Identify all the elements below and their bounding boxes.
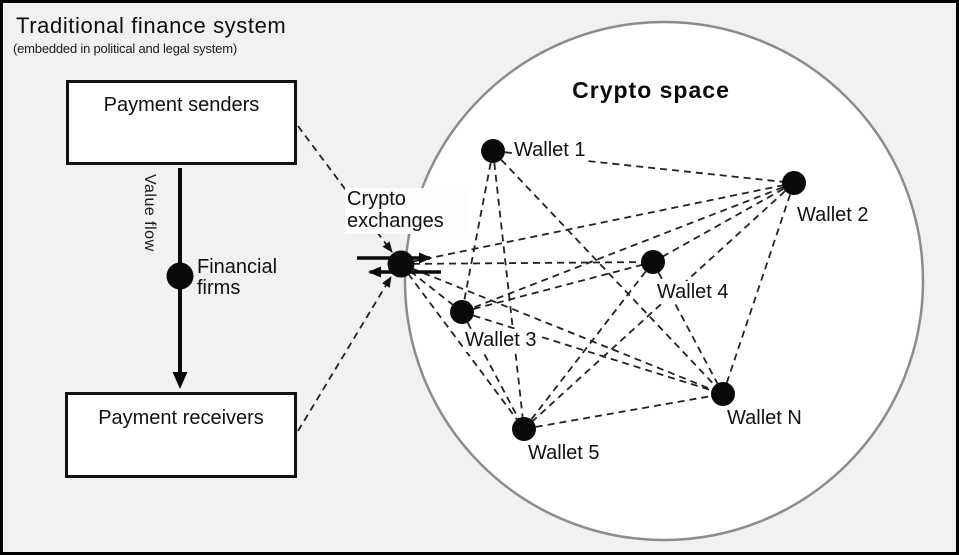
edge-wallet3-walletN [461, 311, 724, 395]
financial-firms-label: Financial firms [197, 256, 278, 299]
financial-node [166, 262, 194, 290]
wallet3-label: Wallet 3 [463, 329, 539, 352]
edge-wallet2-wallet5 [523, 182, 795, 430]
wallet2-label: Wallet 2 [795, 204, 871, 227]
wallet4-node [641, 250, 665, 274]
payment-senders-box: Payment senders [66, 80, 297, 165]
edge-exchange-wallet5 [400, 263, 525, 430]
wallet5-node [512, 417, 536, 441]
value-flow-label: Value flow [141, 174, 158, 252]
edge-exchange-wallet4 [400, 261, 654, 265]
wallet4-label: Wallet 4 [655, 281, 731, 304]
crypto-exchanges-label: Crypto exchanges [345, 188, 467, 234]
edge-wallet2-wallet4 [652, 182, 795, 263]
edge-wallet1-walletN [492, 150, 724, 395]
wallet1-node [481, 139, 505, 163]
traditional-finance-subtitle: (embedded in political and legal system) [13, 41, 237, 56]
wallet1-label: Wallet 1 [512, 139, 588, 162]
payment-receivers-label: Payment receivers [98, 407, 264, 429]
wallet3-node [450, 300, 474, 324]
receivers-to-exchange-arrow [297, 276, 392, 432]
walletN-node [711, 382, 735, 406]
edge-wallet1-wallet5 [492, 150, 525, 430]
edge-wallet5-walletN [523, 393, 724, 430]
wallet2-node [782, 171, 806, 195]
wallet5-label: Wallet 5 [526, 442, 602, 465]
edge-wallet1-wallet3 [461, 150, 494, 313]
edge-wallet2-walletN [722, 182, 795, 395]
traditional-finance-title: Traditional finance system [16, 13, 287, 38]
payment-receivers-box: Payment receivers [65, 392, 297, 478]
edge-wallet3-wallet5 [461, 311, 525, 430]
value-flow-arrowhead [172, 372, 188, 389]
edge-wallet3-wallet4 [461, 261, 654, 313]
edge-exchange-walletN [400, 263, 724, 395]
walletN-label: Wallet N [725, 407, 804, 430]
edge-exchange-wallet2 [400, 182, 795, 265]
payment-senders-label: Payment senders [103, 94, 260, 116]
crypto-space-title: Crypto space [572, 77, 730, 103]
exchange-node [387, 250, 415, 278]
